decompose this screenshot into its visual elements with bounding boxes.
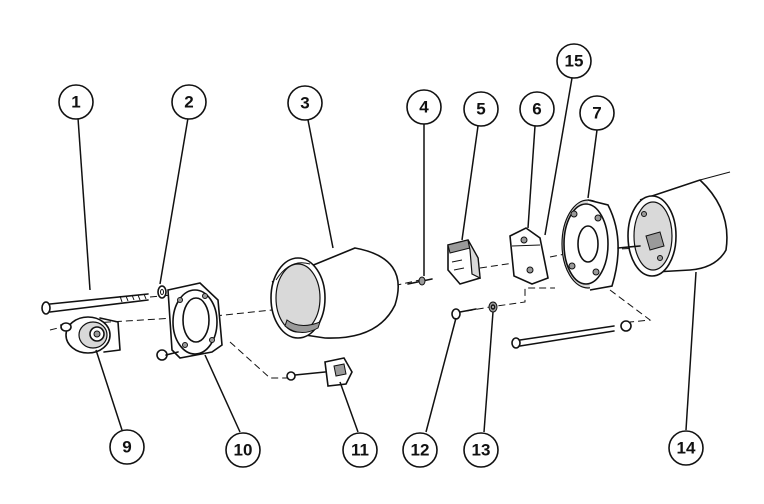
part-14-motor-housing xyxy=(617,171,731,277)
svg-text:5: 5 xyxy=(476,100,485,119)
svg-text:10: 10 xyxy=(234,441,253,460)
svg-text:3: 3 xyxy=(300,94,309,113)
part-13-nut xyxy=(488,301,498,313)
callout-3: 3 xyxy=(287,85,323,121)
svg-text:9: 9 xyxy=(122,438,131,457)
long-through-bolt xyxy=(511,320,632,349)
svg-text:14: 14 xyxy=(677,439,696,458)
part-12-small-screw xyxy=(451,308,477,320)
callout-5: 5 xyxy=(463,91,499,127)
callout-2: 2 xyxy=(171,84,207,120)
part-2-washer xyxy=(157,285,167,299)
svg-text:6: 6 xyxy=(532,100,541,119)
part-3-cylinder-housing xyxy=(270,247,399,339)
callout-6: 6 xyxy=(519,91,555,127)
callout-13: 13 xyxy=(463,432,499,468)
callout-11: 11 xyxy=(342,432,378,468)
callout-12: 12 xyxy=(402,432,438,468)
part-7-end-disk xyxy=(561,199,619,291)
leader-lines xyxy=(77,77,697,433)
part-9-hub xyxy=(49,316,121,354)
callout-10: 10 xyxy=(225,432,261,468)
svg-text:4: 4 xyxy=(419,98,429,117)
callout-14: 14 xyxy=(668,430,704,466)
svg-text:15: 15 xyxy=(565,52,584,71)
part-5-block xyxy=(447,239,481,285)
svg-text:7: 7 xyxy=(592,104,601,123)
svg-text:11: 11 xyxy=(351,441,369,460)
part-11-connector xyxy=(286,357,353,387)
callout-4: 4 xyxy=(406,89,442,125)
svg-text:13: 13 xyxy=(472,441,491,460)
callout-1: 1 xyxy=(58,84,94,120)
part-10-flange-plate xyxy=(156,282,223,361)
part-6-plate xyxy=(509,227,549,285)
part-1-long-screw xyxy=(41,293,173,315)
part-4-pin xyxy=(407,276,433,286)
svg-text:2: 2 xyxy=(184,93,193,112)
svg-text:12: 12 xyxy=(411,441,430,460)
callout-7: 7 xyxy=(579,95,615,131)
svg-text:1: 1 xyxy=(71,93,80,112)
callout-9: 9 xyxy=(109,429,145,465)
callout-15: 15 xyxy=(556,43,592,79)
